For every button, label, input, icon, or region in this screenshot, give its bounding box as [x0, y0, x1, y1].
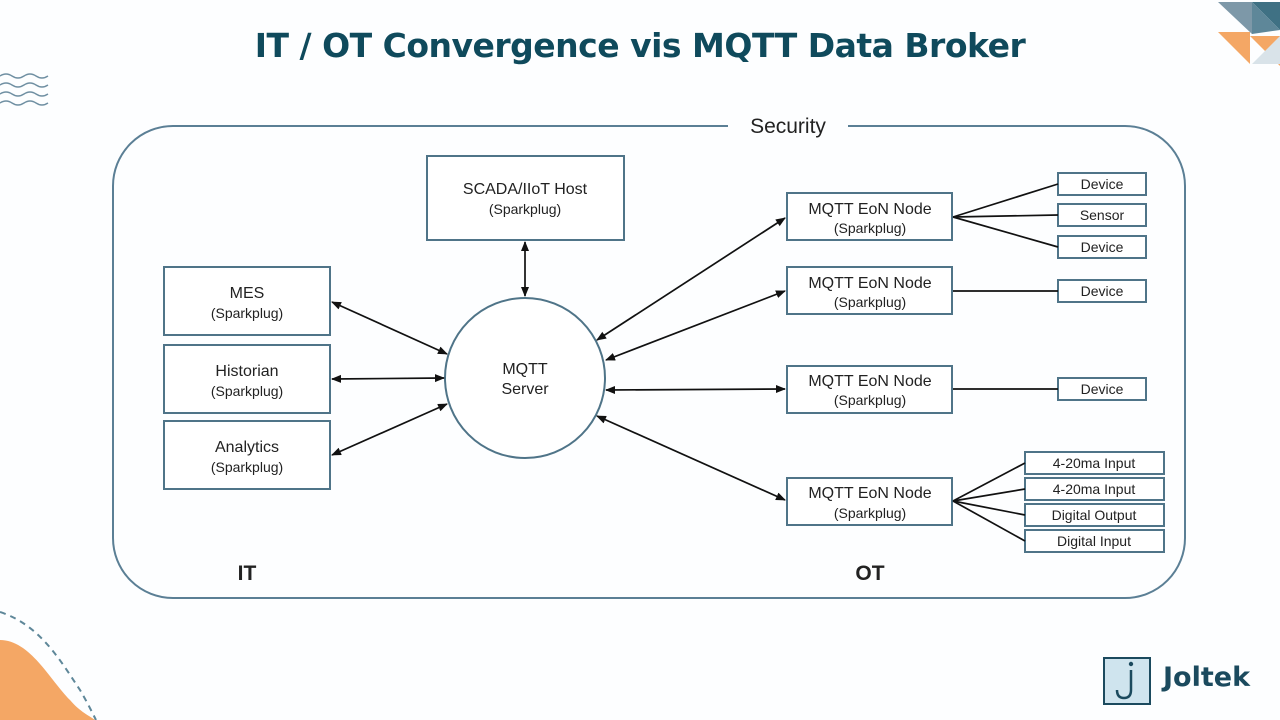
- it-app-sublabel: (Sparkplug): [211, 459, 283, 475]
- io-box: Digital Input: [1024, 529, 1165, 553]
- it-app-label: MES: [230, 285, 265, 302]
- device-connectors: [952, 183, 1059, 542]
- it-app-box-historian: Historian (Sparkplug): [163, 344, 331, 414]
- io-label: Digital Output: [1052, 507, 1137, 523]
- eon-node-sublabel: (Sparkplug): [834, 392, 906, 408]
- brand-logo-text: Joltek: [1163, 662, 1251, 693]
- eon-node-box-2: MQTT EoN Node (Sparkplug): [786, 266, 953, 315]
- it-app-sublabel: (Sparkplug): [211, 305, 283, 321]
- eon-node-box-3: MQTT EoN Node (Sparkplug): [786, 365, 953, 414]
- ot-zone-label: OT: [855, 562, 884, 585]
- scada-host-box: SCADA/IIoT Host (Sparkplug): [426, 155, 625, 241]
- eon-node-box-4: MQTT EoN Node (Sparkplug): [786, 477, 953, 526]
- io-label: Digital Input: [1057, 533, 1131, 549]
- scada-host-label: SCADA/IIoT Host: [463, 181, 588, 198]
- mqtt-server-node: MQTT Server: [444, 297, 606, 459]
- eon-node-label: MQTT EoN Node: [808, 201, 931, 218]
- connector-arrows: [331, 217, 786, 501]
- security-label-backdrop: [728, 112, 848, 140]
- device-box: Device: [1057, 377, 1147, 401]
- io-label: 4-20ma Input: [1053, 455, 1136, 471]
- device-box: Device: [1057, 235, 1147, 259]
- device-box: Device: [1057, 279, 1147, 303]
- io-box: 4-20ma Input: [1024, 477, 1165, 501]
- it-app-sublabel: (Sparkplug): [211, 383, 283, 399]
- sensor-box: Sensor: [1057, 203, 1147, 227]
- it-app-label: Historian: [215, 363, 278, 380]
- device-label: Device: [1081, 381, 1124, 397]
- io-label: 4-20ma Input: [1053, 481, 1136, 497]
- device-label: Device: [1081, 239, 1124, 255]
- eon-node-sublabel: (Sparkplug): [834, 220, 906, 236]
- security-label: Security: [750, 115, 826, 138]
- eon-node-label: MQTT EoN Node: [808, 485, 931, 502]
- io-box: 4-20ma Input: [1024, 451, 1165, 475]
- device-label: Device: [1081, 176, 1124, 192]
- mqtt-server-sublabel: Server: [501, 381, 549, 398]
- j-letter-icon: [1103, 657, 1151, 705]
- eon-node-sublabel: (Sparkplug): [834, 294, 906, 310]
- io-box: Digital Output: [1024, 503, 1165, 527]
- eon-node-box-1: MQTT EoN Node (Sparkplug): [786, 192, 953, 241]
- eon-node-label: MQTT EoN Node: [808, 275, 931, 292]
- corner-blob-decoration: [0, 611, 97, 720]
- it-zone-label: IT: [238, 562, 257, 585]
- corner-triangles-decoration: [1218, 2, 1280, 66]
- sensor-label: Sensor: [1080, 207, 1125, 223]
- eon-node-label: MQTT EoN Node: [808, 373, 931, 390]
- device-label: Device: [1081, 283, 1124, 299]
- device-box: Device: [1057, 172, 1147, 196]
- it-app-box-mes: MES (Sparkplug): [163, 266, 331, 336]
- wave-lines-decoration: [0, 73, 49, 106]
- slide-title: IT / OT Convergence vis MQTT Data Broker: [254, 26, 1026, 65]
- scada-host-sublabel: (Sparkplug): [489, 201, 561, 217]
- it-app-label: Analytics: [215, 439, 279, 456]
- it-app-box-analytics: Analytics (Sparkplug): [163, 420, 331, 490]
- security-boundary: [112, 125, 1186, 599]
- eon-node-sublabel: (Sparkplug): [834, 505, 906, 521]
- mqtt-server-label: MQTT: [502, 361, 548, 378]
